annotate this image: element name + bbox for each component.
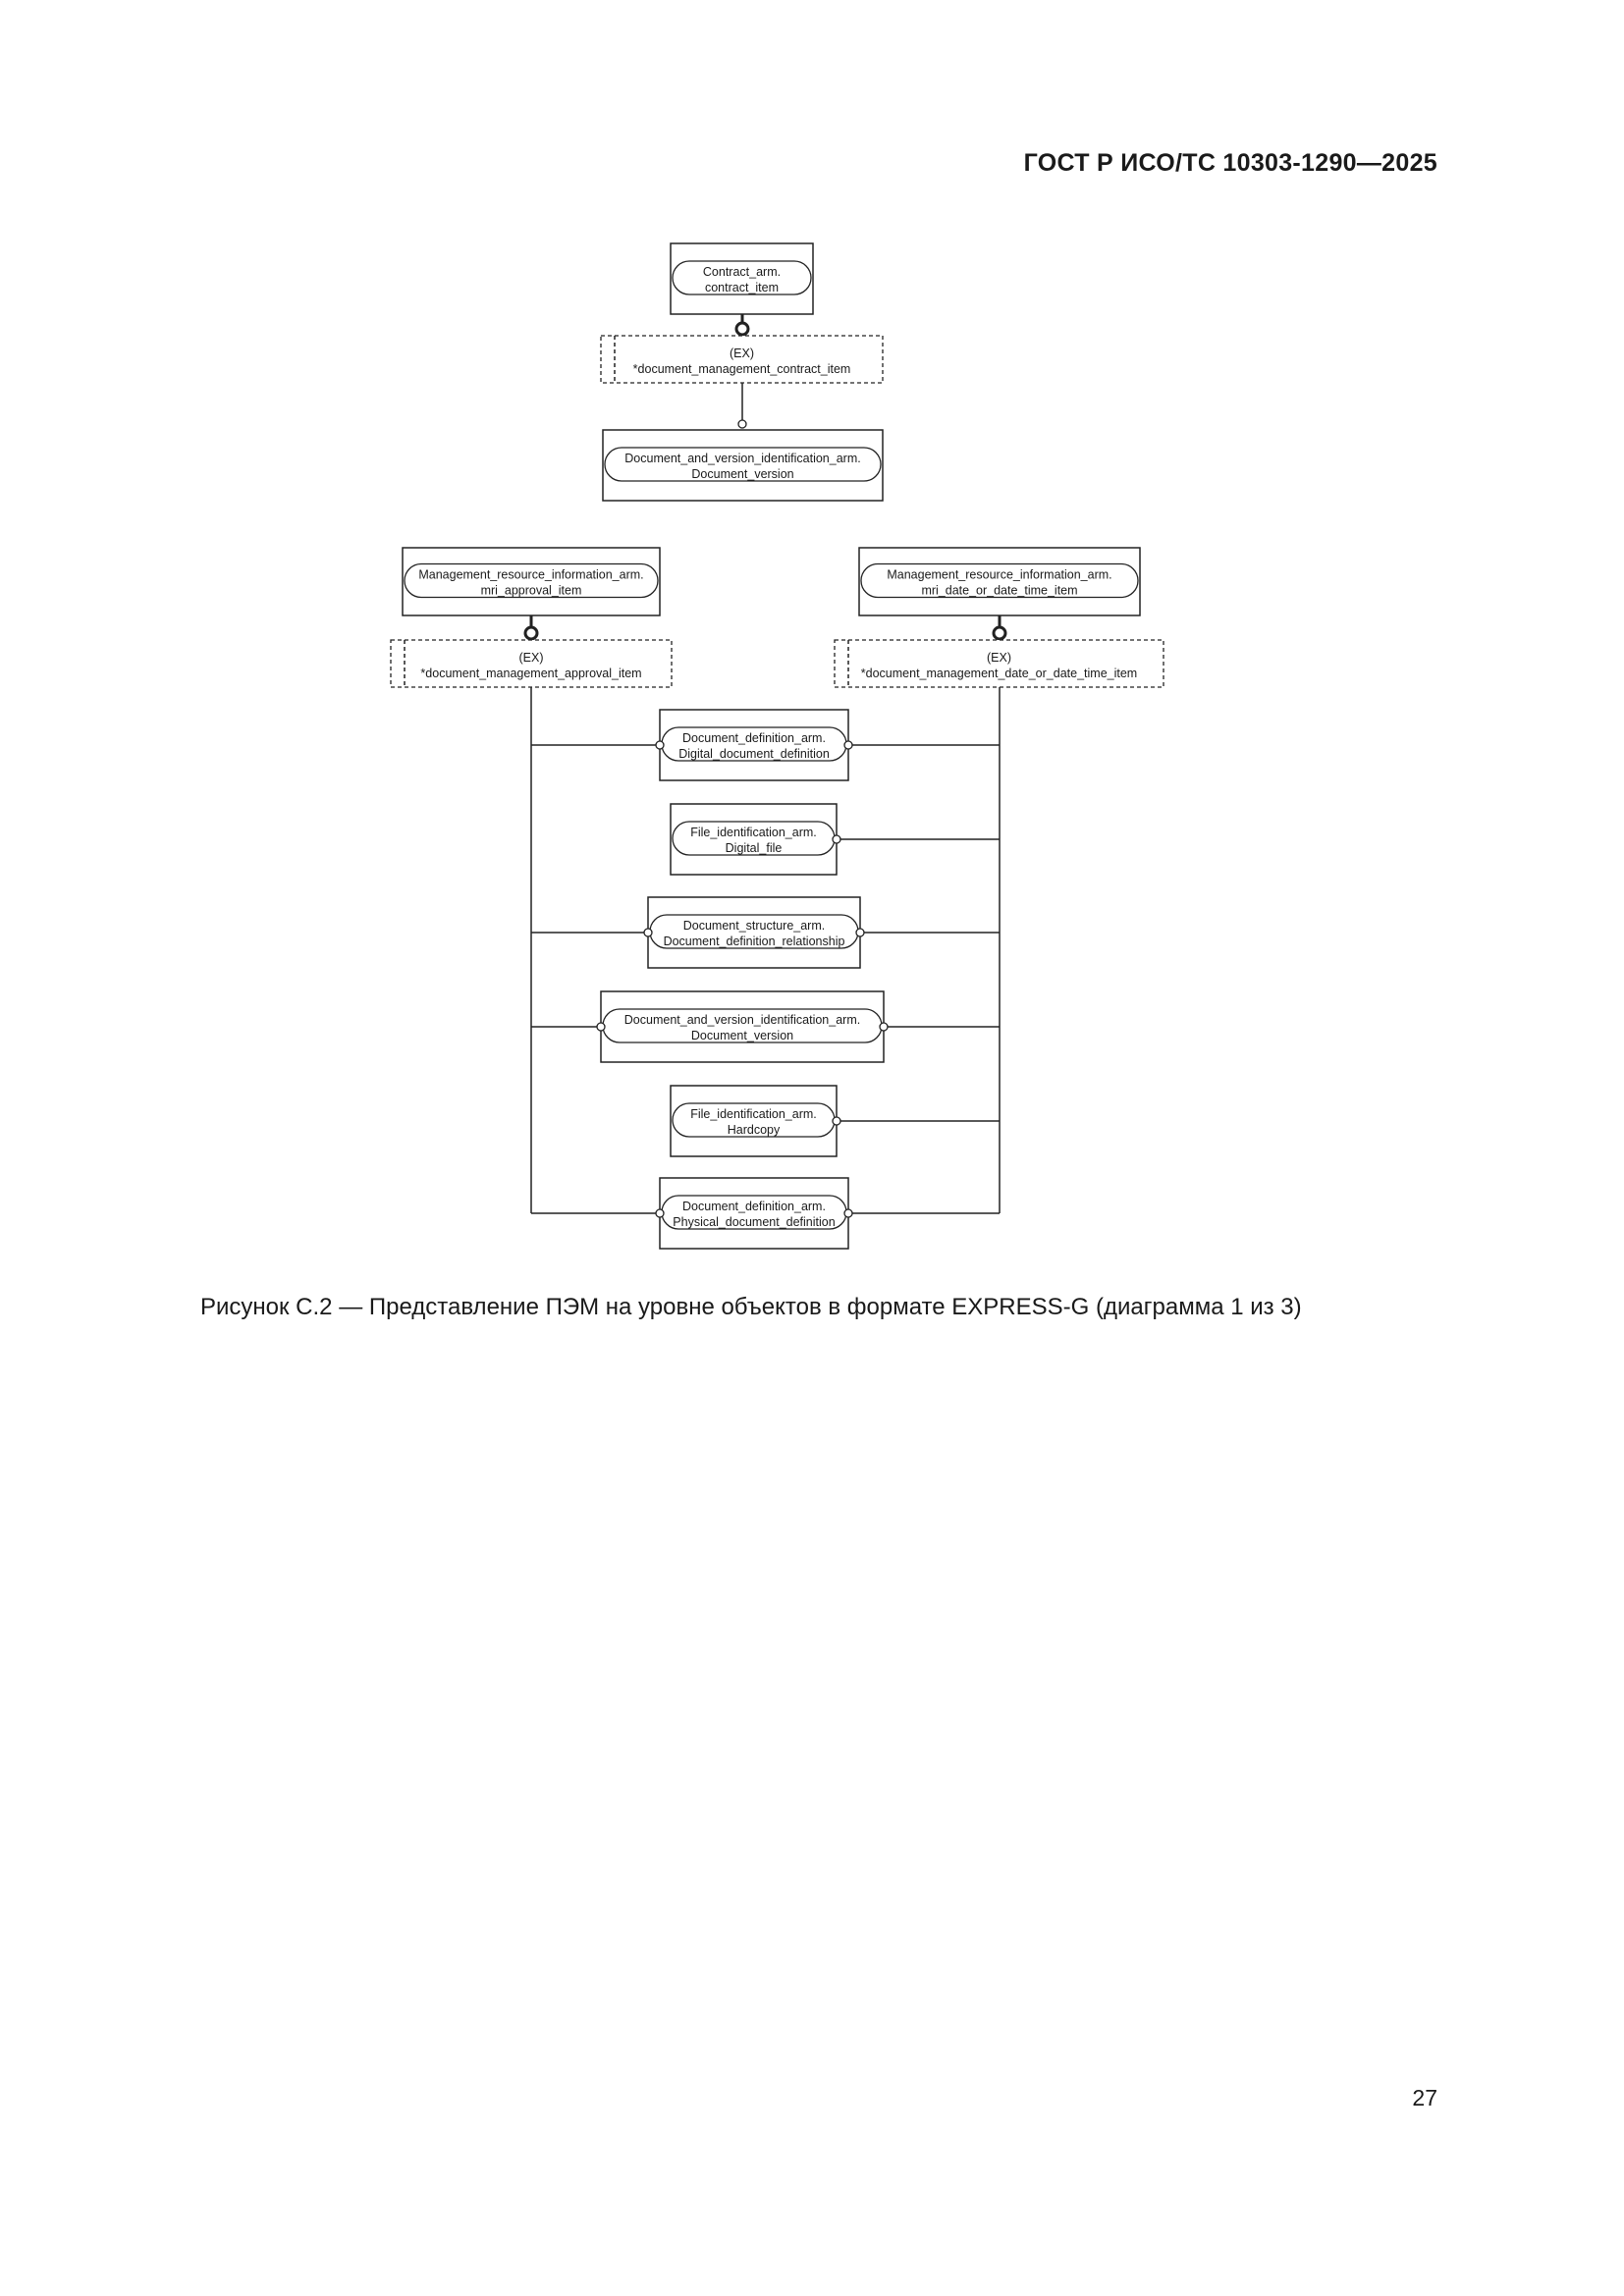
- entity-mri-approval-item-label-line: mri_approval_item: [481, 584, 582, 598]
- entity-mri-approval-item: [402, 547, 661, 616]
- entity-document-version-top-label-line: Document_and_version_identification_arm.: [624, 452, 860, 465]
- entity-name-pill: [672, 260, 812, 295]
- relationship-end-circle-icon: [596, 1022, 606, 1032]
- thick-circle-icon: [523, 625, 539, 641]
- entity-1-label-line: File_identification_arm.: [690, 826, 817, 839]
- entity-5: [659, 1177, 849, 1250]
- entity-document-version-top: [602, 429, 884, 502]
- entity-box: [600, 990, 885, 1063]
- entity-4: [670, 1085, 838, 1157]
- entity-1: [670, 803, 838, 876]
- entity-box: [659, 709, 849, 781]
- relationship-end-circle-icon: [655, 1208, 665, 1218]
- page-number: 27: [1412, 2085, 1437, 2110]
- select-date-item-label-line: (EX): [987, 651, 1011, 665]
- entity-box: [659, 1177, 849, 1250]
- select-contract-item-label-line: (EX): [730, 347, 754, 360]
- entity-box: [670, 803, 838, 876]
- relationship-end-circle-icon: [643, 928, 653, 937]
- relationship-end-circle-icon: [843, 740, 853, 750]
- relationship-end-circle-icon: [832, 1116, 841, 1126]
- entity-box: [670, 242, 814, 315]
- relationship-end-circle-icon: [879, 1022, 889, 1032]
- entity-mri-date-item: [858, 547, 1141, 616]
- entity-name-pill: [604, 447, 882, 482]
- entity-5-label-line: Physical_document_definition: [673, 1215, 835, 1229]
- select-contract-item-label-line: *document_management_contract_item: [633, 362, 851, 376]
- document-header: ГОСТ Р ИСО/ТС 10303-1290—2025: [1023, 149, 1437, 177]
- entity-document-version-top-label-line: Document_version: [691, 467, 793, 481]
- entity-name-pill: [860, 562, 1139, 599]
- entity-box: [647, 896, 861, 969]
- entity-4-label-line: Hardcopy: [728, 1123, 781, 1137]
- entity-0: [659, 709, 849, 781]
- entity-3-label-line: Document_version: [691, 1029, 793, 1042]
- entity-mri-date-item-label-line: Management_resource_information_arm.: [887, 568, 1111, 582]
- select-approval-item-label-line: (EX): [519, 651, 544, 665]
- entity-5-label-line: Document_definition_arm.: [682, 1200, 826, 1213]
- entity-3-label-line: Document_and_version_identification_arm.: [624, 1013, 860, 1027]
- thick-circle-icon: [734, 321, 750, 337]
- relationship-end-circle-icon: [832, 834, 841, 844]
- entity-0-label-line: Document_definition_arm.: [682, 731, 826, 745]
- thick-circle-icon: [992, 625, 1007, 641]
- entity-2-label-line: Document_structure_arm.: [683, 919, 826, 933]
- entity-mri-date-item-label-line: mri_date_or_date_time_item: [921, 584, 1077, 598]
- entity-3: [600, 990, 885, 1063]
- relationship-end-circle-icon: [843, 1208, 853, 1218]
- entity-box: [402, 547, 661, 616]
- figure-caption: Рисунок С.2 — Представление ПЭМ на уровн…: [200, 1294, 1302, 1320]
- select-approval-item-box: [390, 639, 673, 688]
- relationship-end-circle-icon: [737, 419, 747, 429]
- entity-name-pill: [404, 562, 659, 599]
- entity-contract-item-label-line: contract_item: [705, 281, 779, 294]
- relationship-end-circle-icon: [655, 740, 665, 750]
- entity-box: [602, 429, 884, 502]
- entity-1-label-line: Digital_file: [726, 841, 783, 855]
- entity-2: [647, 896, 861, 969]
- entity-box: [858, 547, 1141, 616]
- relationship-end-circle-icon: [855, 928, 865, 937]
- entity-0-label-line: Digital_document_definition: [678, 747, 830, 761]
- entity-box: [670, 1085, 838, 1157]
- select-date-item-box: [834, 639, 1164, 688]
- select-approval-item-label-line: *document_management_approval_item: [420, 667, 641, 680]
- select-contract-item-box: [600, 335, 884, 384]
- entity-2-label-line: Document_definition_relationship: [664, 934, 845, 948]
- select-date-item-label-line: *document_management_date_or_date_time_i…: [861, 667, 1137, 680]
- entity-contract-item-label-line: Contract_arm.: [703, 265, 781, 279]
- entity-4-label-line: File_identification_arm.: [690, 1107, 817, 1121]
- entity-mri-approval-item-label-line: Management_resource_information_arm.: [418, 568, 643, 582]
- entity-contract-item: [670, 242, 814, 315]
